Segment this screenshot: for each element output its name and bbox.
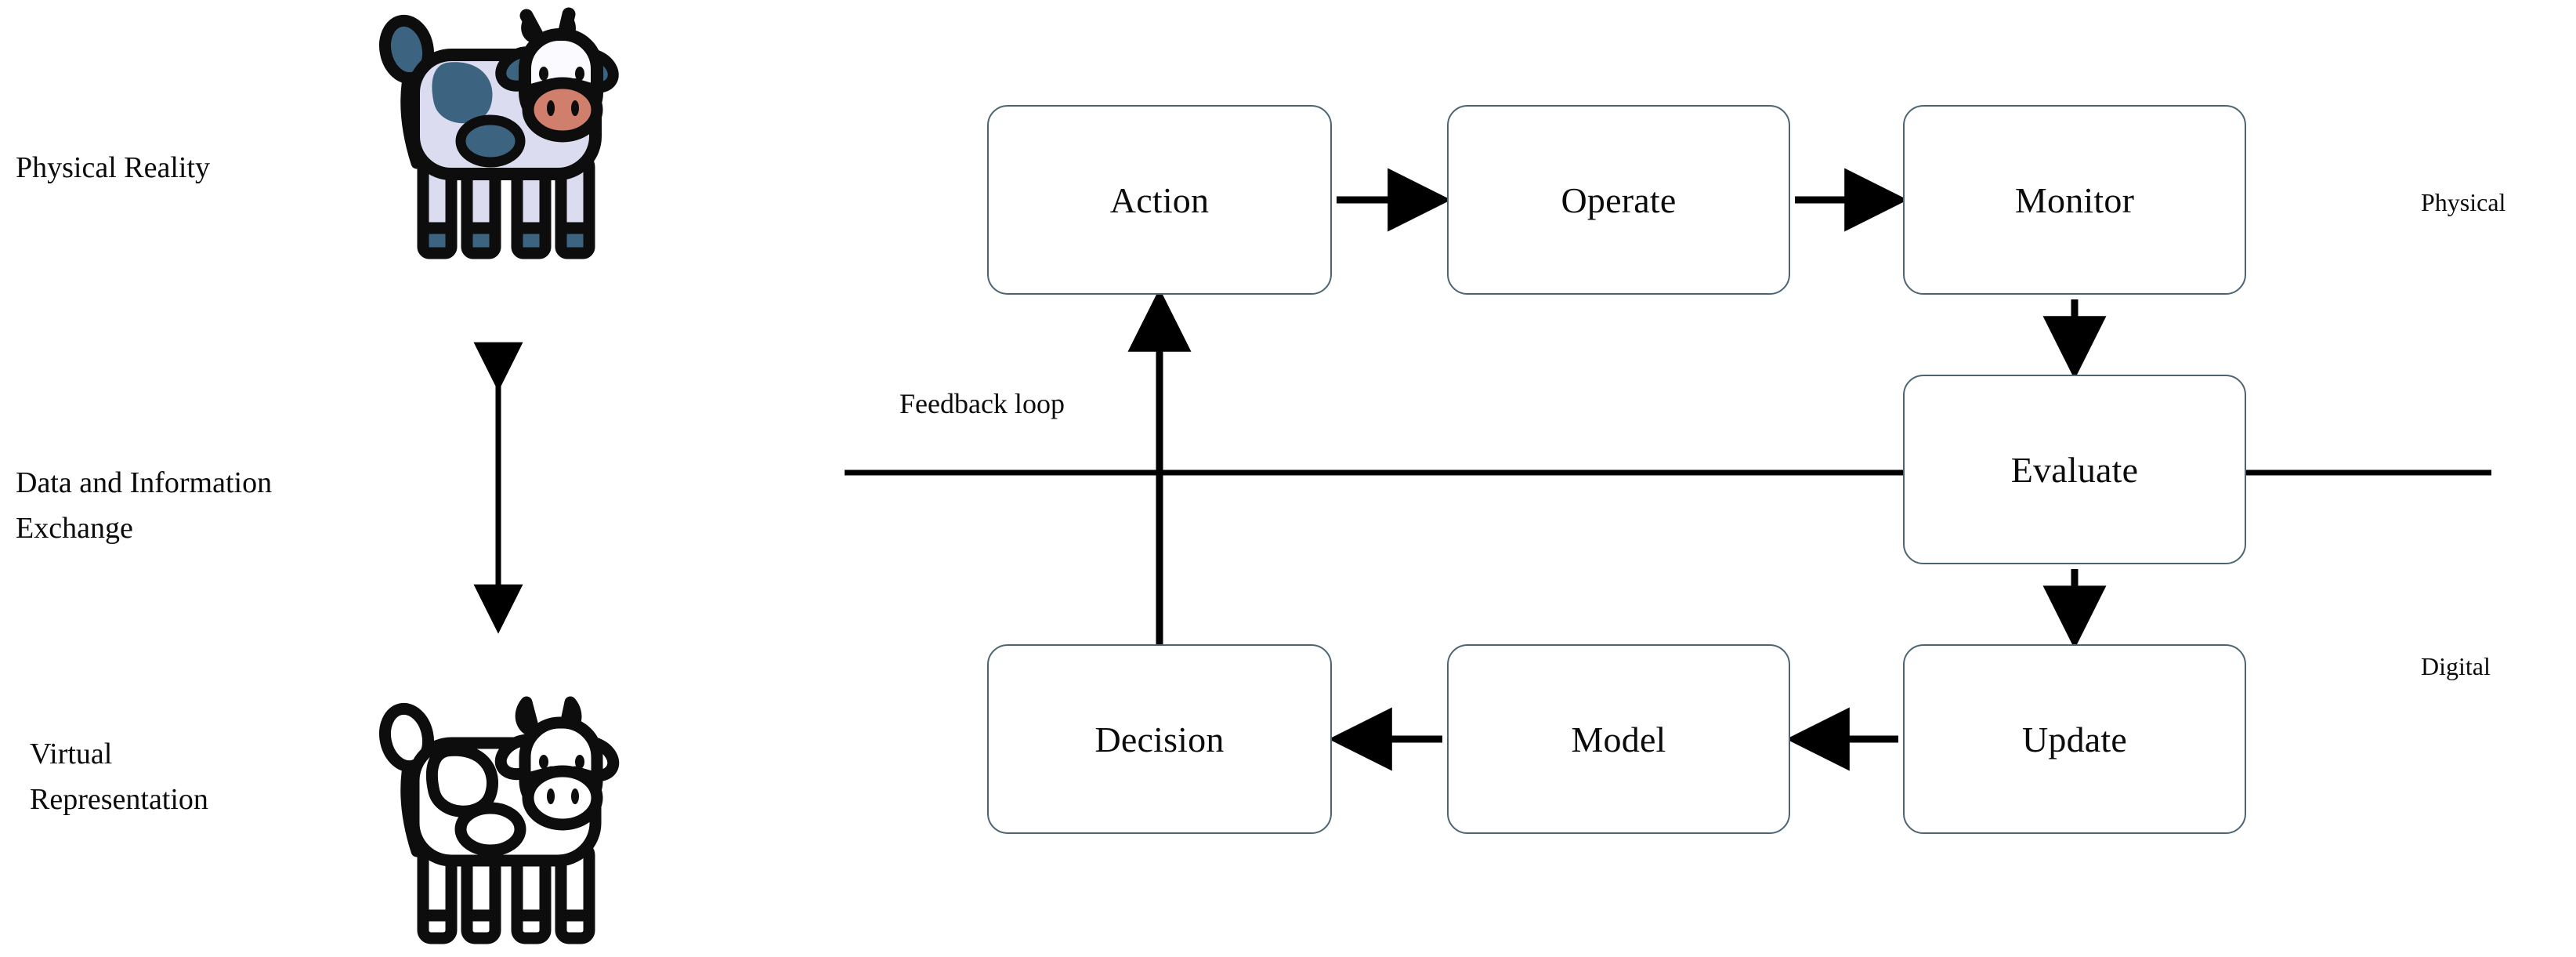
cow-color-icon	[378, 7, 619, 259]
flow-node-monitor[interactable]: Monitor	[1903, 105, 2246, 295]
flow-node-model[interactable]: Model	[1447, 644, 1790, 834]
feedback-loop-label: Feedback loop	[899, 388, 1065, 419]
flow-node-evaluate[interactable]: Evaluate	[1903, 375, 2246, 564]
data-exchange-label-line2: Exchange	[16, 512, 133, 545]
physical-layer-label: Physical	[2421, 188, 2506, 216]
virtual-representation-label-line2: Representation	[30, 783, 208, 816]
flow-node-operate[interactable]: Operate	[1447, 105, 1790, 295]
data-exchange-label-line1: Data and Information	[16, 466, 273, 499]
virtual-representation-label-line1: Virtual	[30, 738, 113, 770]
flow-node-decision[interactable]: Decision	[987, 644, 1332, 834]
digital-layer-label: Digital	[2421, 652, 2491, 680]
cow-outline-icon	[378, 696, 620, 944]
flow-node-action[interactable]: Action	[987, 105, 1332, 295]
physical-reality-label: Physical Reality	[16, 151, 211, 184]
flow-node-update[interactable]: Update	[1903, 644, 2246, 834]
